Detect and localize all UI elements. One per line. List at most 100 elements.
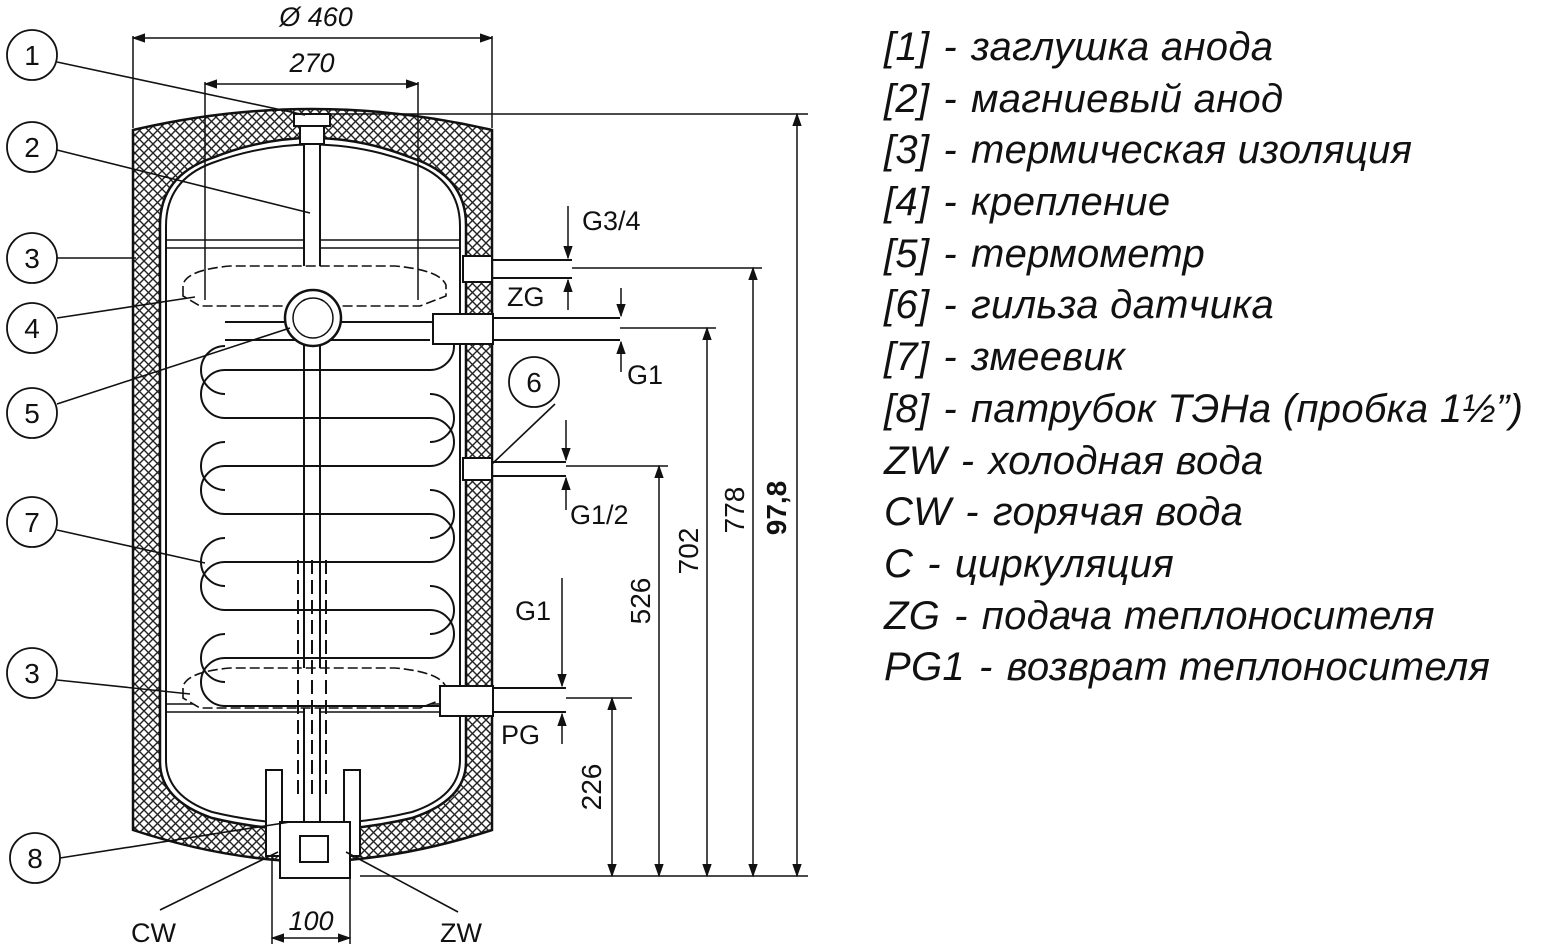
legend-sep: - xyxy=(927,541,941,586)
sensor-sleeve xyxy=(462,457,493,481)
legend-item: [6]-гильза датчика xyxy=(884,280,1564,332)
mounting-bracket-lower xyxy=(182,667,447,709)
dim-height-702: 702 xyxy=(673,528,704,575)
legend-code: [7] xyxy=(884,335,930,380)
legend-item: ZW-холодная вода xyxy=(884,436,1564,488)
legend-sep: - xyxy=(943,231,957,276)
legend-sep: - xyxy=(943,128,957,173)
legend-sep: - xyxy=(943,386,957,431)
legend-code: [8] xyxy=(884,386,930,431)
boiler-diagram: Ø 460 270 97,8 778 702 526 226 100 G3/4 … xyxy=(6,2,808,948)
thermometer xyxy=(283,288,343,348)
label-pg: PG xyxy=(501,720,540,750)
legend-text: возврат теплоносителя xyxy=(1006,645,1491,690)
legend-text: крепление xyxy=(971,180,1171,225)
legend-code: ZG xyxy=(884,593,941,638)
callout-5-label: 5 xyxy=(24,398,40,429)
legend-item: [1]-заглушка анода xyxy=(884,22,1564,74)
legend-item: PG1-возврат теплоносителя xyxy=(884,642,1564,694)
legend-item: C-циркуляция xyxy=(884,539,1564,591)
legend: [1]-заглушка анода [2]-магниевый анод [3… xyxy=(884,22,1564,694)
label-g1-lower: G1 xyxy=(515,596,551,626)
label-g1-upper: G1 xyxy=(627,360,663,390)
callout-7-label: 7 xyxy=(24,507,40,538)
dim-outer-diameter: Ø 460 xyxy=(278,2,353,32)
callout-3-upper-label: 3 xyxy=(24,243,40,274)
legend-code: [2] xyxy=(884,76,930,121)
legend-code: [1] xyxy=(884,25,930,69)
legend-text: термометр xyxy=(971,231,1206,276)
legend-code: CW xyxy=(884,490,952,535)
legend-code: C xyxy=(884,541,914,586)
legend-item: [4]-крепление xyxy=(884,177,1564,229)
tank-wall xyxy=(165,143,461,825)
legend-text: заглушка анода xyxy=(971,25,1274,69)
legend-item: [2]-магниевый анод xyxy=(884,74,1564,126)
legend-sep: - xyxy=(965,490,979,535)
callout-5 xyxy=(6,387,58,439)
legend-item: ZG-подача теплоносителя xyxy=(884,591,1564,643)
dim-height-226: 226 xyxy=(576,764,607,811)
label-g34: G3/4 xyxy=(582,206,641,236)
label-cw: CW xyxy=(131,918,176,948)
callout-6 xyxy=(508,356,560,408)
dim-total-height: 97,8 xyxy=(761,481,792,536)
legend-item: CW-горячая вода xyxy=(884,487,1564,539)
label-zg: ZG xyxy=(507,282,545,312)
callout-2-label: 2 xyxy=(24,132,40,163)
legend-code: [5] xyxy=(884,231,930,276)
legend-sep: - xyxy=(978,645,993,690)
bottom-fittings xyxy=(265,560,361,879)
callout-4 xyxy=(6,302,58,354)
legend-code: ZW xyxy=(884,438,947,483)
label-g12: G1/2 xyxy=(570,500,629,530)
legend-text: холодная вода xyxy=(988,438,1264,483)
callout-8 xyxy=(9,832,61,884)
callout-7 xyxy=(6,496,58,548)
callout-6-label: 6 xyxy=(526,367,542,398)
legend-text: циркуляция xyxy=(954,541,1175,586)
legend-text: змеевик xyxy=(971,335,1126,380)
callout-1 xyxy=(6,29,58,81)
legend-text: термическая изоляция xyxy=(971,128,1413,173)
callout-8-label: 8 xyxy=(27,843,43,874)
mounting-bracket-upper xyxy=(182,265,447,307)
legend-sep: - xyxy=(960,438,975,483)
legend-text: горячая вода xyxy=(992,490,1244,535)
legend-code: PG1 xyxy=(884,645,965,690)
legend-code: [3] xyxy=(884,128,930,173)
legend-item: [5]-термометр xyxy=(884,229,1564,281)
callout-markers xyxy=(6,29,560,884)
callout-2 xyxy=(6,121,58,173)
legend-sep: - xyxy=(943,335,957,380)
callout-4-label: 4 xyxy=(24,313,40,344)
callout-3-lower-label: 3 xyxy=(24,658,40,689)
legend-item: [3]-термическая изоляция xyxy=(884,125,1564,177)
heat-exchanger-coil-inner xyxy=(200,339,455,683)
leader-lines xyxy=(56,61,556,913)
dim-height-778: 778 xyxy=(719,487,750,534)
dimension-lines xyxy=(131,33,808,944)
legend-code: [4] xyxy=(884,180,930,225)
legend-sep: - xyxy=(954,593,968,638)
legend-text: патрубок ТЭНа (пробка 1½”) xyxy=(971,386,1524,431)
legend-text: гильза датчика xyxy=(971,283,1275,328)
legend-sep: - xyxy=(943,283,957,328)
callout-3-upper xyxy=(6,232,58,284)
label-zw: ZW xyxy=(440,918,482,948)
legend-text: магниевый анод xyxy=(971,76,1284,121)
heat-exchanger-coil xyxy=(200,321,470,707)
dim-height-526: 526 xyxy=(625,578,656,625)
callout-1-label: 1 xyxy=(24,40,40,71)
callout-3-lower xyxy=(6,647,58,699)
legend-item: [7]-змеевик xyxy=(884,332,1564,384)
legend-sep: - xyxy=(943,25,957,69)
dim-bottom-width: 100 xyxy=(288,906,333,936)
legend-item: [8]-патрубок ТЭНа (пробка 1½”) xyxy=(884,384,1564,436)
legend-code: [6] xyxy=(884,283,930,328)
dim-inner-width: 270 xyxy=(288,48,334,78)
side-connections xyxy=(432,255,620,717)
legend-sep: - xyxy=(943,76,957,121)
legend-text: подача теплоносителя xyxy=(981,593,1435,638)
legend-sep: - xyxy=(943,180,957,225)
